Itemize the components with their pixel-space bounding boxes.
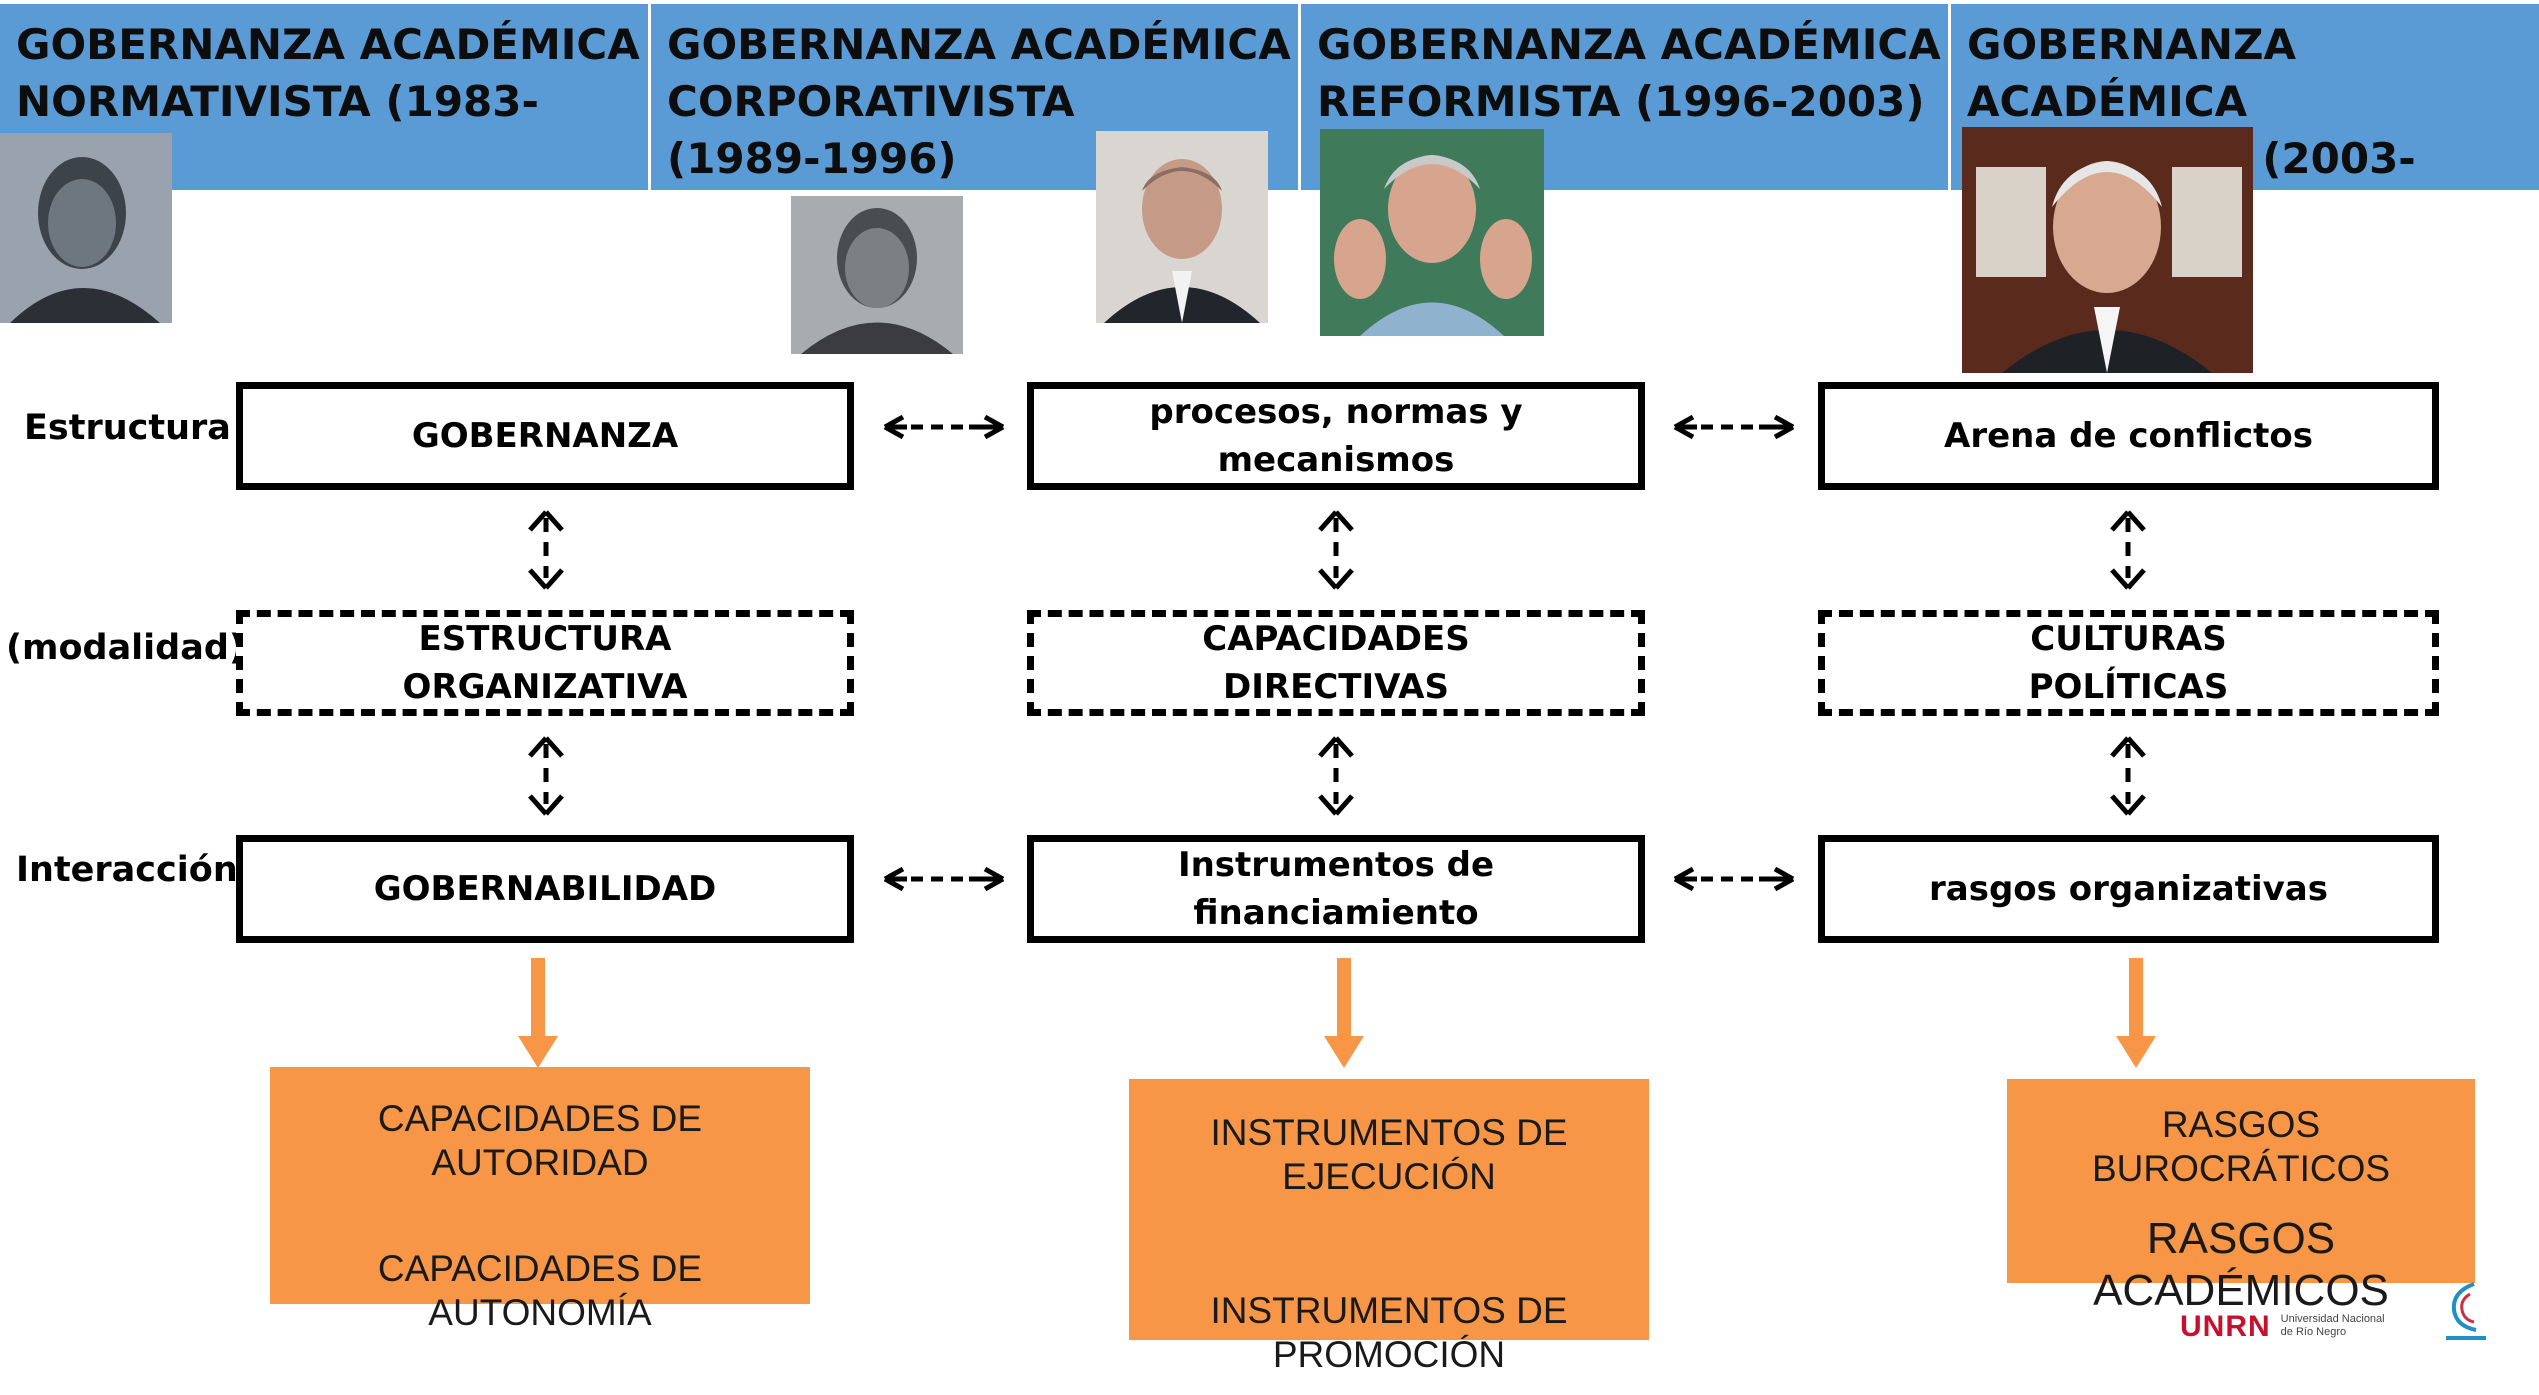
header-corporativista: GOBERNANZA ACADÉMICA CORPORATIVISTA (198… — [651, 4, 1298, 190]
modalidad-box: ESTRUCTURA ORGANIZATIVA — [236, 610, 854, 716]
horizontal-connector — [885, 869, 1003, 889]
orange-down-arrow — [518, 958, 558, 1068]
result-text: CAPACIDADES DE AUTORIDAD — [377, 1098, 703, 1183]
row-label-interaccion: Interacción — [16, 850, 238, 890]
horizontal-connector — [885, 417, 1003, 437]
result-box: INSTRUMENTOS DE EJECUCIÓN INSTRUMENTOS D… — [1129, 1079, 1649, 1375]
modalidad-box: CAPACIDADES DIRECTIVAS — [1027, 610, 1645, 716]
result-text: RASGOS ACADÉMICOS — [2093, 1214, 2389, 1315]
result-box: RASGOS BUROCRÁTICOS RASGOS ACADÉMICOS — [2007, 1079, 2475, 1315]
estructura-box: GOBERNANZA — [236, 382, 854, 490]
unrn-logo: UNRN Universidad Nacional de Río Negro — [2180, 1310, 2385, 1343]
unrn-logo-subtitle: Universidad Nacional de Río Negro — [2280, 1313, 2385, 1338]
result-text: RASGOS BUROCRÁTICOS — [2091, 1104, 2391, 1189]
interaccion-box: GOBERNABILIDAD — [236, 835, 854, 943]
portrait-photo — [0, 133, 172, 323]
estructura-box: procesos, normas y mecanismos — [1027, 382, 1645, 490]
result-text: INSTRUMENTOS DE PROMOCIÓN — [1210, 1290, 1568, 1375]
vertical-connector — [530, 512, 562, 588]
row-label-estructura: Estructura — [24, 408, 231, 448]
row-label-modalidad: (modalidad) — [6, 628, 245, 668]
vertical-connector — [1320, 512, 1352, 588]
header-title: GOBERNANZA ACADÉMICA CORPORATIVISTA (198… — [667, 20, 1291, 183]
portrait-photo — [791, 196, 963, 354]
institution-emblem-icon — [2446, 1282, 2486, 1340]
result-text: CAPACIDADES DE AUTONOMÍA — [377, 1248, 703, 1333]
vertical-connector — [530, 738, 562, 814]
portrait-photo — [1962, 127, 2253, 373]
result-text: INSTRUMENTOS DE EJECUCIÓN — [1210, 1112, 1568, 1197]
orange-down-arrow — [1324, 958, 1364, 1068]
interaccion-box: rasgos organizativas — [1818, 835, 2439, 943]
horizontal-connector — [1675, 869, 1793, 889]
unrn-logo-text: UNRN — [2180, 1310, 2271, 1343]
result-box: CAPACIDADES DE AUTORIDAD CAPACIDADES DE … — [270, 1067, 810, 1333]
header-title: GOBERNANZA ACADÉMICA REFORMISTA (1996-20… — [1317, 20, 1941, 126]
vertical-connector — [1320, 738, 1352, 814]
modalidad-box: CULTURAS POLÍTICAS — [1818, 610, 2439, 716]
vertical-connector — [2112, 512, 2144, 588]
portrait-photo — [1320, 129, 1544, 336]
header-reformista: GOBERNANZA ACADÉMICA REFORMISTA (1996-20… — [1301, 4, 1948, 190]
orange-down-arrow — [2116, 958, 2156, 1068]
portrait-photo — [1096, 131, 1268, 323]
interaccion-box: Instrumentos de financiamiento — [1027, 835, 1645, 943]
estructura-box: Arena de conflictos — [1818, 382, 2439, 490]
horizontal-connector — [1675, 417, 1793, 437]
vertical-connector — [2112, 738, 2144, 814]
